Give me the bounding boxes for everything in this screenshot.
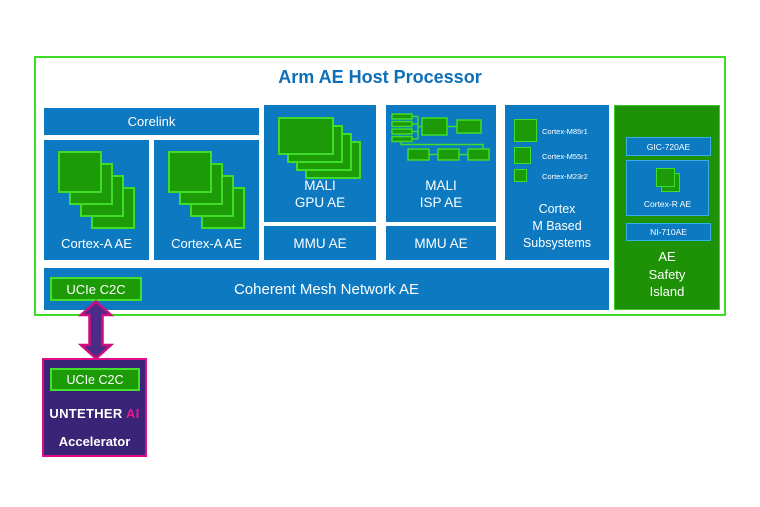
mali-gpu-block: MALI GPU AE [264, 105, 376, 222]
core-square-icon [58, 151, 102, 193]
stacked-core-icon [656, 168, 681, 193]
cortex-m-block: Cortex-M85r1 Cortex-M55r1 Cortex-M23r2 C… [505, 105, 609, 260]
brand-name: UNTETHER [49, 406, 123, 421]
cortex-m-label-line1: Cortex [538, 202, 576, 217]
gpu-mmu-block: MMU AE [264, 226, 376, 260]
ucie-c2c-accel-box: UCIe C2C [50, 368, 140, 391]
mali-isp-label-line1: MALI [425, 177, 457, 193]
cortex-m85-icon [514, 119, 537, 142]
core-square-icon [168, 151, 212, 193]
cortex-m-label: Cortex M Based Subsystems [505, 201, 609, 252]
isp-mmu-block: MMU AE [386, 226, 496, 260]
brand-line: UNTETHER AI [44, 406, 145, 421]
mesh-network-block: Coherent Mesh Network AE UCIe C2C [44, 268, 609, 310]
bidirectional-arrow-icon [77, 300, 115, 360]
safety-island-label-line1: AE [658, 249, 676, 265]
ucie-c2c-host-box: UCIe C2C [50, 277, 142, 301]
mali-gpu-label-line2: GPU AE [294, 195, 346, 211]
mali-isp-label: MALI ISP AE [386, 177, 496, 212]
brand-accent: AI [126, 406, 140, 421]
cortex-r-label: Cortex-R AE [643, 199, 692, 210]
cortex-m55-label: Cortex-M55r1 [542, 152, 588, 161]
mesh-network-label: Coherent Mesh Network AE [233, 280, 420, 298]
core-square-icon [656, 168, 675, 187]
mali-gpu-label-line1: MALI [304, 177, 336, 193]
stacked-cores-icon [58, 151, 136, 230]
gic-box: GIC-720AE [626, 137, 711, 156]
mali-isp-label-line2: ISP AE [419, 195, 463, 211]
mali-isp-block: MALI ISP AE [386, 105, 496, 222]
accelerator-box: UCIe C2C UNTETHER AI Accelerator [42, 358, 147, 457]
cortex-a-block-2: Cortex-A AE [154, 140, 259, 260]
cortex-a-label: Cortex-A AE [171, 235, 242, 251]
cortex-m55-icon [514, 147, 531, 164]
accelerator-label: Accelerator [58, 434, 131, 449]
cortex-m23-label: Cortex-M23r2 [542, 172, 588, 181]
stacked-frames-icon [278, 117, 362, 180]
frame-icon [278, 117, 334, 155]
isp-pipeline-icon [391, 113, 490, 161]
cortex-a-label: Cortex-A AE [61, 235, 132, 251]
safety-island-label: AE Safety Island [615, 248, 719, 301]
cortex-a-block-1: Cortex-A AE [44, 140, 149, 260]
cortex-m-label-line2: M Based [532, 219, 582, 234]
safety-island-label-line2: Safety [648, 266, 686, 282]
cortex-m23-icon [514, 169, 527, 182]
safety-island-label-line3: Island [649, 284, 685, 300]
cortex-m85-label: Cortex-M85r1 [542, 127, 588, 136]
cortex-m-label-line3: Subsystems [522, 236, 592, 251]
host-processor-box: Arm AE Host Processor Corelink Cortex-A … [34, 56, 726, 316]
mali-gpu-label: MALI GPU AE [264, 177, 376, 212]
ni-box: NI-710AE [626, 223, 711, 241]
corelink-block: Corelink [44, 108, 259, 135]
page-title: Arm AE Host Processor [278, 67, 482, 87]
stacked-cores-icon [168, 151, 246, 230]
safety-island-block: GIC-720AE Cortex-R AE NI-710AE AE Safety… [614, 105, 720, 310]
cortex-r-box: Cortex-R AE [626, 160, 709, 216]
